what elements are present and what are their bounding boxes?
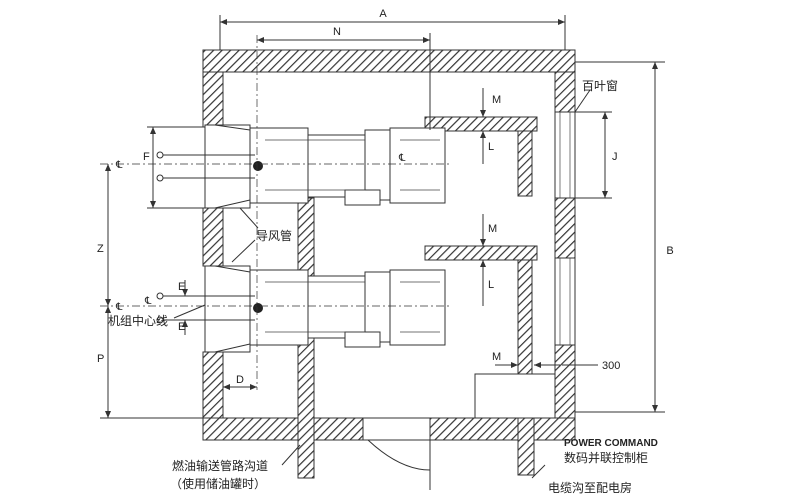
fuel-trench-label: 燃油输送管路沟道 (172, 458, 268, 473)
dim-E-upper: E (178, 281, 185, 293)
engine-flywheel-icon (253, 161, 263, 171)
dim-L-lower: L (488, 279, 494, 291)
dim-Z: Z (97, 243, 104, 255)
dim-A: A (379, 8, 387, 20)
dim-B: B (666, 245, 673, 257)
centerline-mark-unit-upper: ℄ (398, 153, 406, 164)
centerline-mark-left-upper: ℄ (115, 160, 123, 171)
control-cabinet (474, 373, 556, 419)
louver-windows (554, 111, 576, 346)
dim-E-lower: E (178, 321, 185, 333)
dim-F: F (143, 151, 150, 163)
room-walls (202, 49, 576, 441)
louver-label: 百叶窗 (582, 79, 618, 93)
centerline-mark-left-lower: ℄ (115, 302, 123, 313)
unit-centerline-label: 机组中心线 (108, 313, 168, 328)
fuel-trench-note: （使用储油罐时） (170, 476, 266, 491)
dim-J: J (612, 151, 618, 163)
dim-M-upper: M (492, 94, 501, 106)
interior-partitions (297, 116, 538, 479)
door (363, 439, 431, 490)
dim-M-middle: M (488, 223, 497, 235)
dim-L-upper: L (488, 141, 494, 153)
centerline-mark-mid-lower: ℄ (144, 296, 152, 307)
control-cabinet-title: POWER COMMAND (564, 438, 658, 449)
air-duct-label: 导风管 (256, 228, 292, 243)
dim-M-bottom: M (492, 351, 501, 363)
dimension-lines (100, 15, 665, 479)
generator-set-upper (156, 124, 446, 209)
engine-flywheel-icon (253, 303, 263, 313)
generator-set-lower (156, 265, 446, 353)
dim-D: D (236, 374, 244, 386)
centerlines (100, 35, 450, 390)
control-cabinet-subtitle: 数码并联控制柜 (564, 450, 648, 465)
dim-300: 300 (602, 360, 620, 372)
dim-N: N (333, 26, 341, 38)
cable-trench-label: 电缆沟至配电房 (548, 480, 632, 495)
dim-P: P (97, 353, 104, 365)
